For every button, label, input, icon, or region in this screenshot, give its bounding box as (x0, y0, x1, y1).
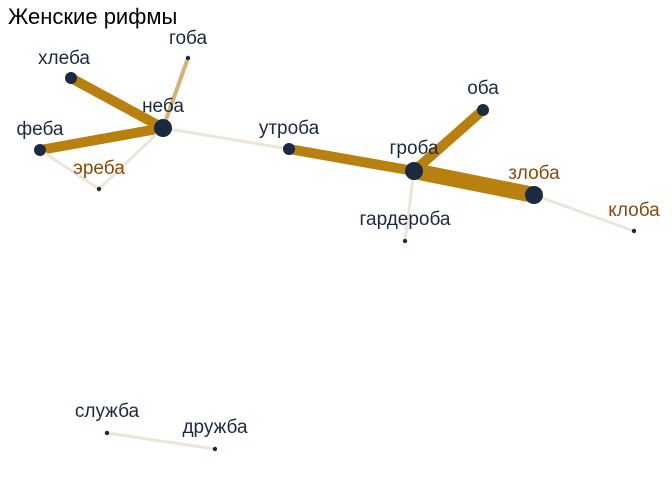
edge-0 (68, 73, 166, 133)
node-label-7: гроба (389, 138, 439, 159)
diagram-title: Женские рифмы (8, 4, 178, 29)
node-label-2: неба (142, 96, 184, 117)
node-label-8: злоба (508, 163, 560, 184)
labels-layer: хлеба гоба неба феба эреба утроба оба гроба злоб… (17, 28, 661, 438)
edge-8 (412, 163, 536, 203)
node-label-3: феба (17, 119, 64, 140)
node-6 (477, 104, 489, 116)
node-11 (104, 430, 110, 436)
edge-7 (410, 106, 487, 175)
node-label-4: эреба (73, 158, 125, 179)
node-1 (185, 55, 191, 61)
node-10 (402, 238, 408, 244)
node-3 (34, 144, 46, 156)
edge-5 (162, 126, 290, 151)
edge-9 (403, 170, 416, 242)
node-label-12: дружба (182, 417, 248, 438)
node-5 (283, 143, 295, 155)
edge-1 (39, 123, 164, 155)
node-4 (96, 186, 102, 192)
nodes-layer (34, 55, 637, 452)
edge-10 (533, 193, 635, 233)
node-label-0: хлеба (38, 48, 90, 69)
edge-6 (288, 144, 415, 176)
node-label-9: клоба (608, 200, 660, 221)
edge-3 (97, 126, 165, 191)
node-9 (631, 228, 637, 234)
edges-layer (39, 57, 635, 451)
edge-2 (161, 57, 190, 129)
node-label-6: оба (467, 78, 499, 99)
node-2 (154, 119, 172, 137)
node-label-11: служба (75, 401, 140, 422)
node-8 (525, 186, 543, 204)
edge-11 (106, 431, 216, 451)
edge-4 (39, 148, 100, 191)
node-label-10: гардероба (359, 209, 450, 230)
node-label-1: гоба (169, 28, 208, 49)
node-12 (212, 446, 218, 452)
node-7 (405, 162, 423, 180)
node-label-5: утроба (259, 118, 320, 139)
node-0 (65, 72, 77, 84)
